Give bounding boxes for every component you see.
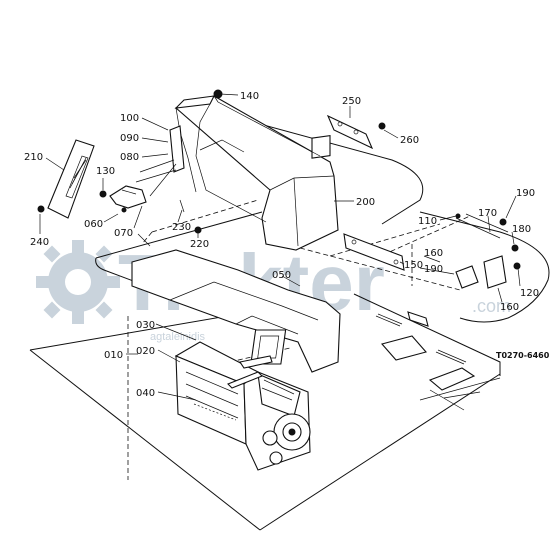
callout-200: 200 bbox=[356, 197, 375, 208]
leader-lines bbox=[39, 93, 521, 401]
callout-020: 020 bbox=[136, 346, 155, 357]
callout-160-right: 160 bbox=[500, 302, 519, 313]
callout-180: 180 bbox=[512, 224, 531, 235]
pedal-plate-210 bbox=[47, 139, 95, 219]
callout-070: 070 bbox=[114, 228, 133, 239]
gear-icon bbox=[36, 240, 120, 324]
air-duct bbox=[131, 249, 341, 373]
callout-060: 060 bbox=[84, 219, 103, 230]
callout-labels: 140 250 260 100 090 080 210 130 060 070 … bbox=[24, 91, 550, 399]
watermark-domain: .com bbox=[472, 296, 511, 316]
callout-050: 050 bbox=[272, 270, 291, 281]
floor-plate-outline bbox=[29, 117, 550, 531]
callout-040: 040 bbox=[136, 388, 155, 399]
drawing-code: T0270-6460 bbox=[496, 351, 550, 360]
bracket-250 bbox=[326, 114, 386, 150]
callout-110: 110 bbox=[418, 216, 437, 227]
callout-090: 090 bbox=[120, 133, 139, 144]
watermark-tagline: agtaleinidis bbox=[150, 331, 206, 343]
callout-010: 010 bbox=[104, 350, 123, 361]
callout-240: 240 bbox=[30, 237, 49, 248]
callout-220: 220 bbox=[190, 239, 209, 250]
callout-210: 210 bbox=[24, 152, 43, 163]
floor-small-parts bbox=[375, 311, 481, 411]
console-housing bbox=[174, 95, 339, 251]
heater-unit bbox=[174, 341, 311, 471]
callout-190-lower: 190 bbox=[424, 264, 443, 275]
callout-170: 170 bbox=[478, 208, 497, 219]
lever-assembly bbox=[37, 89, 223, 247]
callout-190-upper: 190 bbox=[516, 188, 535, 199]
callout-250: 250 bbox=[342, 96, 361, 107]
valve-assembly bbox=[455, 213, 521, 289]
callout-230: 230 bbox=[172, 222, 191, 233]
callout-080: 080 bbox=[120, 152, 139, 163]
callout-140: 140 bbox=[240, 91, 259, 102]
callout-150: 150 bbox=[404, 260, 423, 271]
callout-120: 120 bbox=[520, 288, 539, 299]
callout-160-left: 160 bbox=[424, 248, 443, 259]
callout-030: 030 bbox=[136, 320, 155, 331]
callout-260: 260 bbox=[400, 135, 419, 146]
callout-100: 100 bbox=[120, 113, 139, 124]
callout-130: 130 bbox=[96, 166, 115, 177]
panel-150 bbox=[343, 233, 405, 271]
